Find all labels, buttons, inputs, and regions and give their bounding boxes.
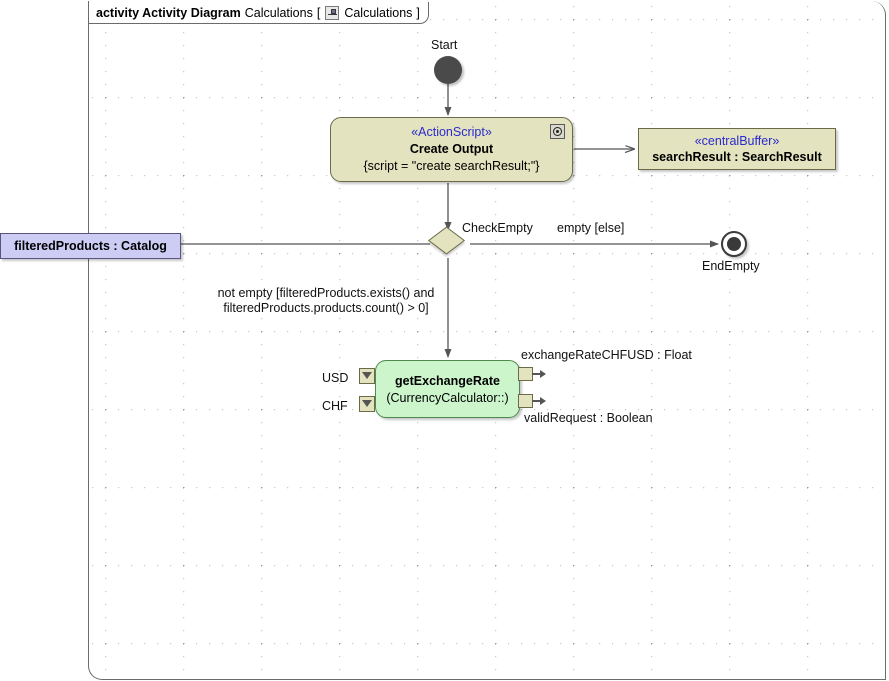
- initial-node-start[interactable]: [434, 56, 462, 84]
- object-node-filtered-products[interactable]: filteredProducts : Catalog: [0, 233, 181, 259]
- start-node-label: Start: [431, 38, 458, 52]
- action-node-create-output[interactable]: «ActionScript» Create Output {script = "…: [330, 117, 573, 182]
- output-pin-valid-request[interactable]: [518, 394, 546, 408]
- output-pin-label-valid-request: validRequest : Boolean: [524, 411, 653, 425]
- activity-final-node-endempty[interactable]: [721, 231, 747, 257]
- frame-tab-name: Calculations: [344, 5, 413, 20]
- output-pin-exchange-rate[interactable]: [518, 367, 546, 381]
- central-buffer-name: searchResult : SearchResult: [652, 149, 822, 164]
- output-pin-label-exchange-rate: exchangeRateCHFUSD : Float: [521, 348, 692, 362]
- input-pin-label-chf: CHF: [322, 399, 348, 413]
- guard-label-not-empty-line1: not empty [filteredProducts.exists() and: [217, 286, 435, 300]
- input-pin-label-usd: USD: [322, 371, 349, 385]
- create-output-stereotype: «ActionScript»: [411, 125, 492, 139]
- frame-bracket-close: ]: [416, 5, 420, 20]
- activity-diagram-frame[interactable]: [88, 1, 886, 680]
- decision-label-check-empty: CheckEmpty: [462, 221, 533, 235]
- script-icon: [550, 124, 565, 139]
- call-behavior-action-get-exchange-rate[interactable]: getExchangeRate (CurrencyCalculator::): [375, 360, 520, 418]
- frame-bracket-open: [: [316, 5, 321, 20]
- central-buffer-node-search-result[interactable]: «centralBuffer» searchResult : SearchRes…: [638, 128, 836, 170]
- frame-title-tab[interactable]: activity Activity Diagram Calculations […: [89, 2, 429, 24]
- input-pin-chf[interactable]: [359, 396, 375, 412]
- input-pin-usd[interactable]: [359, 368, 375, 384]
- final-node-label-endempty: EndEmpty: [702, 259, 760, 273]
- get-exchange-rate-behavior: (CurrencyCalculator::): [386, 390, 509, 405]
- frame-name: Calculations: [244, 5, 313, 20]
- create-output-script: {script = "create searchResult;"}: [363, 159, 540, 173]
- guard-label-not-empty-line2: filteredProducts.products.count() > 0]: [223, 301, 429, 315]
- create-output-name: Create Output: [409, 142, 494, 156]
- central-buffer-stereotype: «centralBuffer»: [694, 133, 780, 148]
- get-exchange-rate-name: getExchangeRate: [395, 373, 500, 388]
- frame-keyword: activity Activity Diagram: [96, 5, 241, 20]
- diagram-icon: [325, 5, 340, 20]
- guard-label-empty: empty [else]: [557, 221, 625, 235]
